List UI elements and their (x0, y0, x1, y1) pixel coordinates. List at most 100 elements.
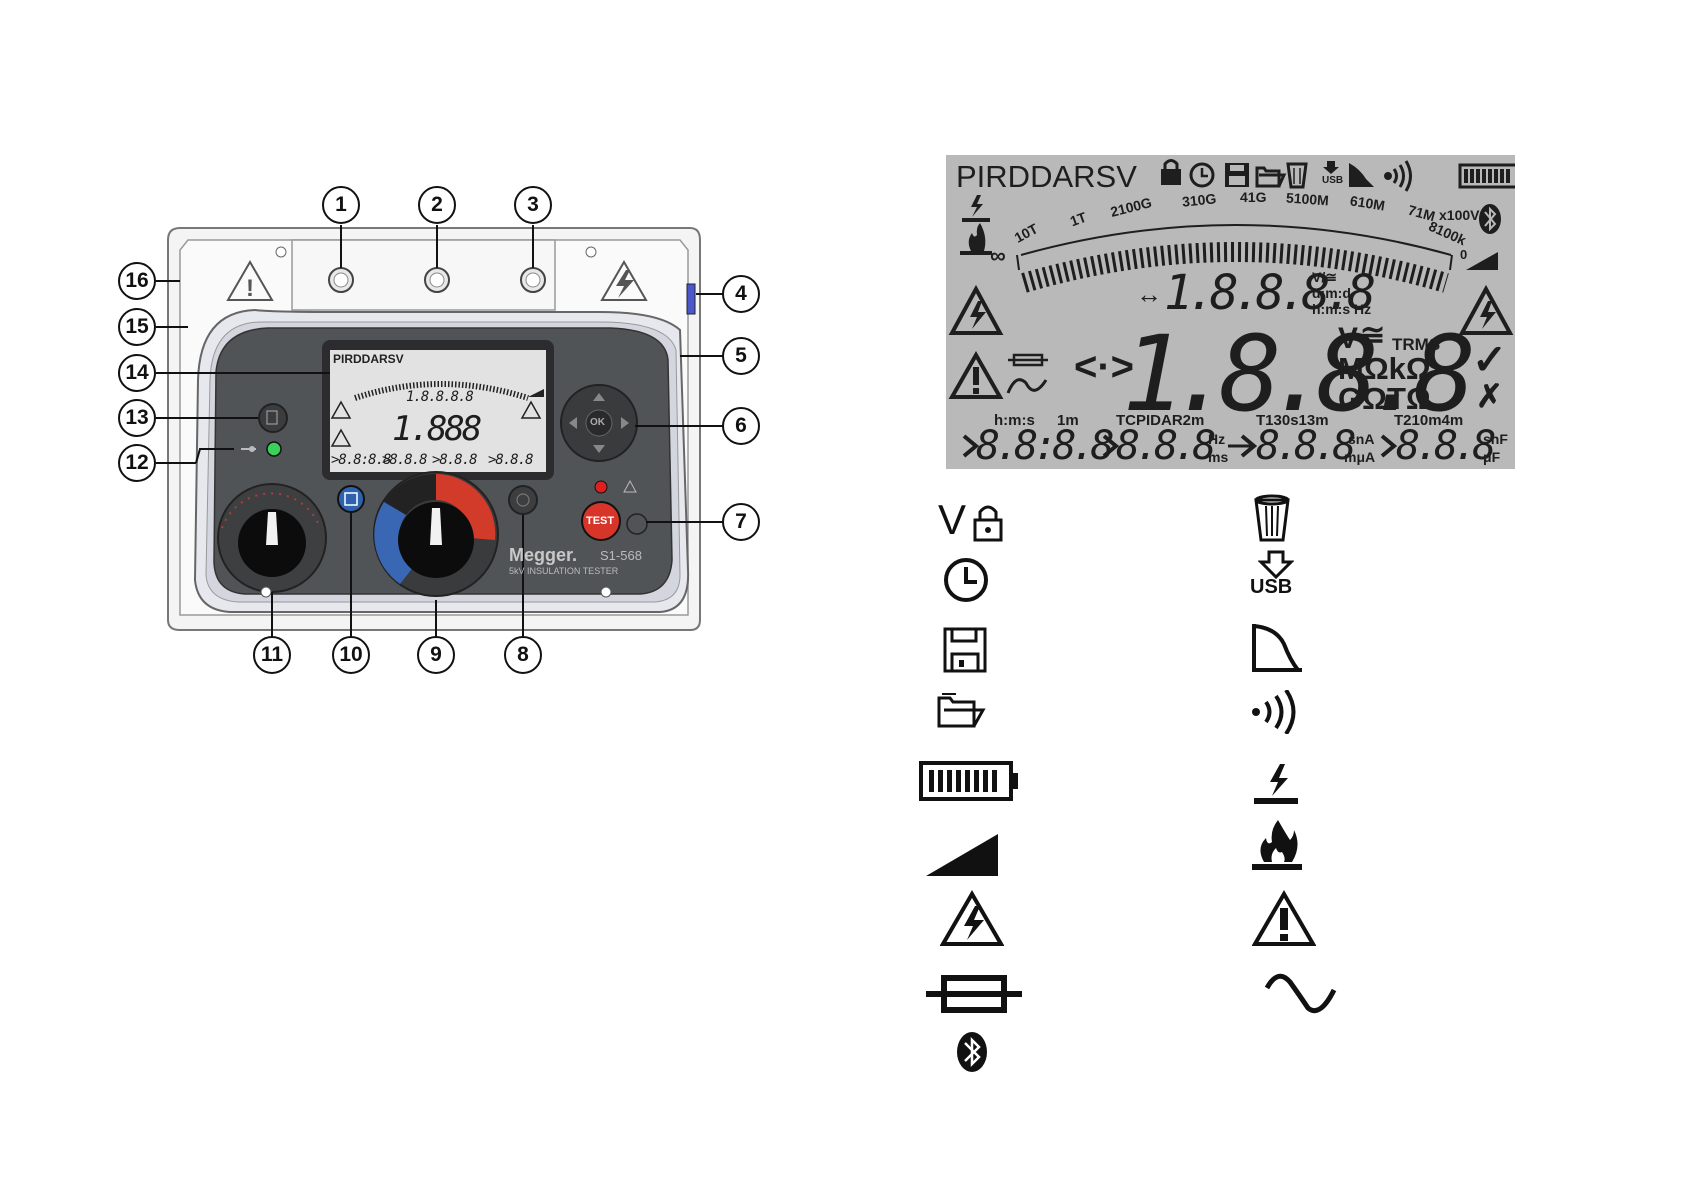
trash-icon (1254, 494, 1290, 542)
lcd-bottom-chevrons (962, 434, 1398, 458)
filter-curve-icon (1252, 624, 1302, 672)
burn-icon (1252, 820, 1302, 870)
floppy-save-icon (943, 627, 987, 673)
ok-button-label[interactable]: OK (590, 417, 605, 428)
lcd-hv-warning-left-icon (948, 284, 1004, 335)
lcd-clock-icon (1189, 162, 1215, 188)
callout-1: 1 (322, 186, 360, 224)
lcd-bottom-digits-3: 8.8.8 (1256, 423, 1356, 469)
lcd-ac-wave-icon (1006, 378, 1048, 394)
callout-9: 9 (417, 636, 455, 674)
lcd-battery-icon (1458, 163, 1515, 189)
callout-12: 12 (118, 444, 156, 482)
folder-open-icon (937, 693, 986, 728)
battery-icon (919, 761, 1018, 801)
voltage-letter: V (938, 496, 967, 543)
callout-6: 6 (722, 407, 760, 445)
lcd-label-t210: T210m4m (1394, 412, 1464, 429)
lcd-unit-sna: snA (1348, 431, 1375, 447)
small-lcd-main-digits: 1.888 (392, 409, 482, 449)
lcd-signal-ramp-icon (1466, 252, 1498, 270)
lcd-bluetooth-icon (1479, 204, 1501, 234)
lcd-bottom-digits-4: 8.8.8 (1396, 423, 1496, 469)
callout-2: 2 (418, 186, 456, 224)
device-subtitle: 5kV INSULATION TESTER (509, 566, 619, 576)
scale-label-x100v: x100V (1439, 207, 1480, 223)
wireless-signal-icon (1252, 690, 1296, 734)
lcd-unit-approx: ≅ (1360, 319, 1386, 352)
lcd-hv-warning-right-icon (1458, 284, 1514, 335)
callout-8: 8 (504, 636, 542, 674)
high-voltage-warning-icon (940, 890, 1004, 946)
svg-text:!: ! (246, 275, 254, 302)
lcd-usb-icon (1323, 161, 1339, 174)
callout-4: 4 (722, 275, 760, 313)
lcd-lock-icon (1161, 159, 1181, 185)
lcd-bottom-digits-2: 8.8.8 (1116, 423, 1216, 469)
lcd-check-icon: ✓ (1472, 336, 1508, 383)
lcd-breakdown-icon (962, 195, 990, 222)
small-lcd-bottom-4: >8.8.8 (488, 452, 534, 468)
lightning-breakdown-icon (1254, 764, 1298, 804)
lcd-label-tcp: TCPIDAR2m (1116, 412, 1205, 429)
lcd-bargraph (1016, 224, 1453, 293)
scale-infinity: ∞ (990, 243, 1006, 268)
lcd-cross-icon: ✗ (1476, 378, 1503, 414)
lcd-burn-icon (960, 223, 992, 255)
small-lcd-top-text: PIRDDARSV (333, 352, 404, 366)
callout-16: 16 (118, 262, 156, 300)
ac-wave-icon (1264, 973, 1337, 1014)
lcd-bottom-digits-1: 8.8:8.8 (976, 423, 1115, 469)
warning-icon (1252, 890, 1316, 946)
scale-label-41g: 41G (1240, 189, 1267, 205)
lcd-small-arrows: ↔ (1136, 279, 1162, 309)
callout-14: 14 (118, 354, 156, 392)
callout-7: 7 (722, 503, 760, 541)
lcd-big-arrows: <·> (1074, 345, 1135, 389)
lcd-unit-trms: TRMS (1392, 335, 1441, 354)
voltage-lock-icon: V (938, 496, 1004, 543)
usb-label: USB (1250, 576, 1293, 598)
lcd-unit-uf: μF (1483, 449, 1501, 465)
lcd-label-t130: T130s13m (1256, 412, 1329, 429)
callout-13: 13 (118, 399, 156, 437)
lcd-unit-mkohm: MΩkΩ (1338, 351, 1431, 386)
usb-download-icon: USB (1250, 550, 1300, 598)
bluetooth-icon (957, 1032, 987, 1072)
scale-zero: 0 (1460, 247, 1468, 262)
lcd-warning-icon (948, 350, 1004, 399)
lcd-upper-digits: 1.8.8.8.8 (1164, 265, 1376, 321)
small-lcd-bottom-2: >8.8.8 (382, 452, 428, 468)
lcd-label-hms: h:m:s (994, 412, 1035, 429)
brand-logo: Megger. (509, 545, 578, 565)
lcd-folder-icon (1255, 166, 1287, 188)
lcd-fuse-icon (1008, 353, 1048, 367)
clock-icon (944, 558, 988, 602)
lcd-floppy-icon (1225, 163, 1249, 187)
device-illustration: ! (156, 225, 724, 638)
lcd-unit-ms: ms (1208, 449, 1229, 465)
lcd-unit-v: V (1338, 322, 1359, 355)
callout-3: 3 (514, 186, 552, 224)
model-name: S1-568 (600, 548, 642, 563)
lcd-wireless-icon (1384, 160, 1412, 192)
callout-5: 5 (722, 337, 760, 375)
callout-15: 15 (118, 308, 156, 346)
lcd-unit-v-ac-small: V/≅ (1312, 269, 1337, 285)
lcd-unit-mua: mμA (1344, 449, 1376, 465)
test-button[interactable]: TEST (586, 515, 615, 527)
lcd-usb-label: USB (1322, 175, 1344, 186)
lcd-unit-dmd: d:m:d (1312, 285, 1351, 301)
lcd-main-digits: 1.8.8.8 (1122, 313, 1476, 435)
small-lcd-bottom-3: >8.8.8 (432, 452, 478, 468)
small-lcd-bottom-1: >8.8:8.8 (331, 452, 391, 468)
callout-10: 10 (332, 636, 370, 674)
lcd-unit-snf: snF (1483, 431, 1508, 447)
lcd-filter-icon (1349, 163, 1374, 187)
lcd-label-1m: 1m (1057, 412, 1079, 429)
lcd-status-icons (948, 159, 1515, 399)
lcd-trash-icon (1286, 162, 1308, 189)
small-lcd-top-digits: 1.8.8.8.8 (406, 389, 474, 405)
signal-ramp-icon (926, 834, 998, 876)
lcd-unit-hms-hz: h:m:s Hz (1312, 301, 1372, 317)
